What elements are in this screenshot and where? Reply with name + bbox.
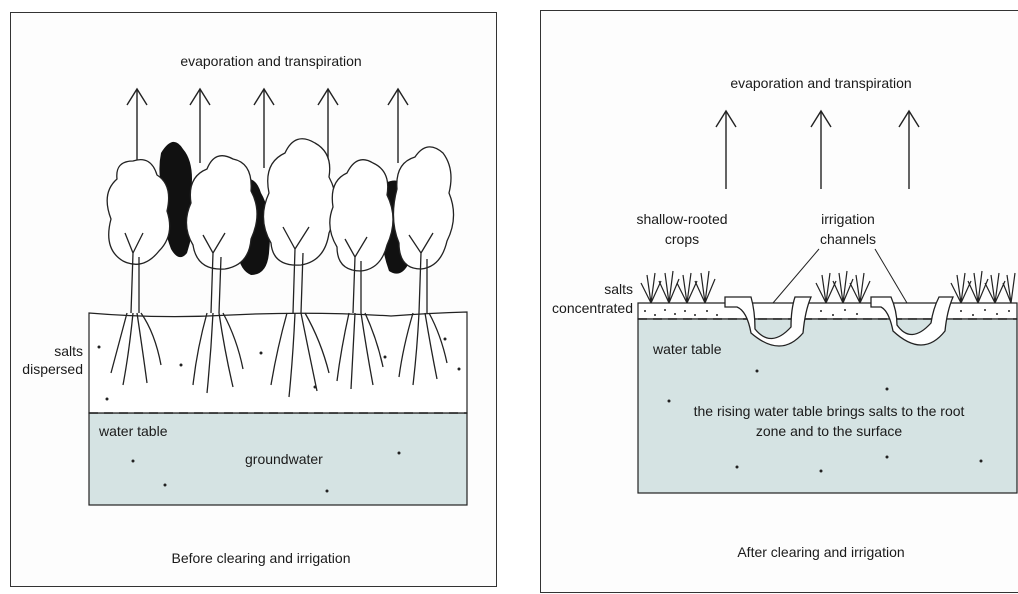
salts-label: salts: [541, 281, 633, 297]
crop-icon: [1003, 273, 1015, 303]
channels-label-line2: channels: [803, 231, 893, 247]
water-table-label: water table: [653, 341, 721, 357]
arrow-icon: [899, 111, 919, 189]
arrow-icon: [254, 89, 274, 168]
channels-label: irrigation: [803, 211, 893, 227]
top-label: evaporation and transpiration: [711, 75, 931, 91]
crop-icon: [695, 271, 715, 303]
crop-icon: [659, 271, 679, 303]
caption: Before clearing and irrigation: [131, 550, 391, 566]
crop-icon: [968, 271, 988, 303]
arrow-icon: [716, 111, 736, 189]
arrow-icon: [811, 111, 831, 189]
rising-label: the rising water table brings salts to t…: [651, 403, 1007, 419]
crops: [641, 271, 1015, 303]
salts-label: salts: [11, 343, 83, 359]
groundwater-label: groundwater: [245, 451, 323, 467]
crops-label-line2: crops: [627, 231, 737, 247]
crop-icon: [816, 273, 836, 303]
soil-zone: [89, 312, 467, 413]
crop-icon: [833, 271, 853, 303]
rising-label-line2: zone and to the surface: [651, 423, 1007, 439]
evaporation-arrows: [716, 111, 919, 189]
arrow-icon: [388, 89, 408, 163]
crop-icon: [985, 273, 1005, 303]
top-label: evaporation and transpiration: [161, 53, 381, 69]
salts-label-dispersed: dispersed: [11, 361, 83, 377]
crop-icon: [677, 273, 697, 303]
before-panel: evaporation and transpiration salts disp…: [10, 12, 497, 587]
caption: After clearing and irrigation: [691, 544, 951, 560]
before-diagram: [11, 13, 498, 588]
water-table-label: water table: [99, 423, 167, 439]
crop-icon: [951, 273, 971, 303]
crops-label: shallow-rooted: [627, 211, 737, 227]
arrow-icon: [190, 89, 210, 163]
crop-icon: [850, 273, 870, 303]
crop-icon: [641, 273, 661, 303]
salts-concentrated-label: concentrated: [541, 300, 633, 316]
after-panel: evaporation and transpiration shallow-ro…: [540, 10, 1018, 593]
